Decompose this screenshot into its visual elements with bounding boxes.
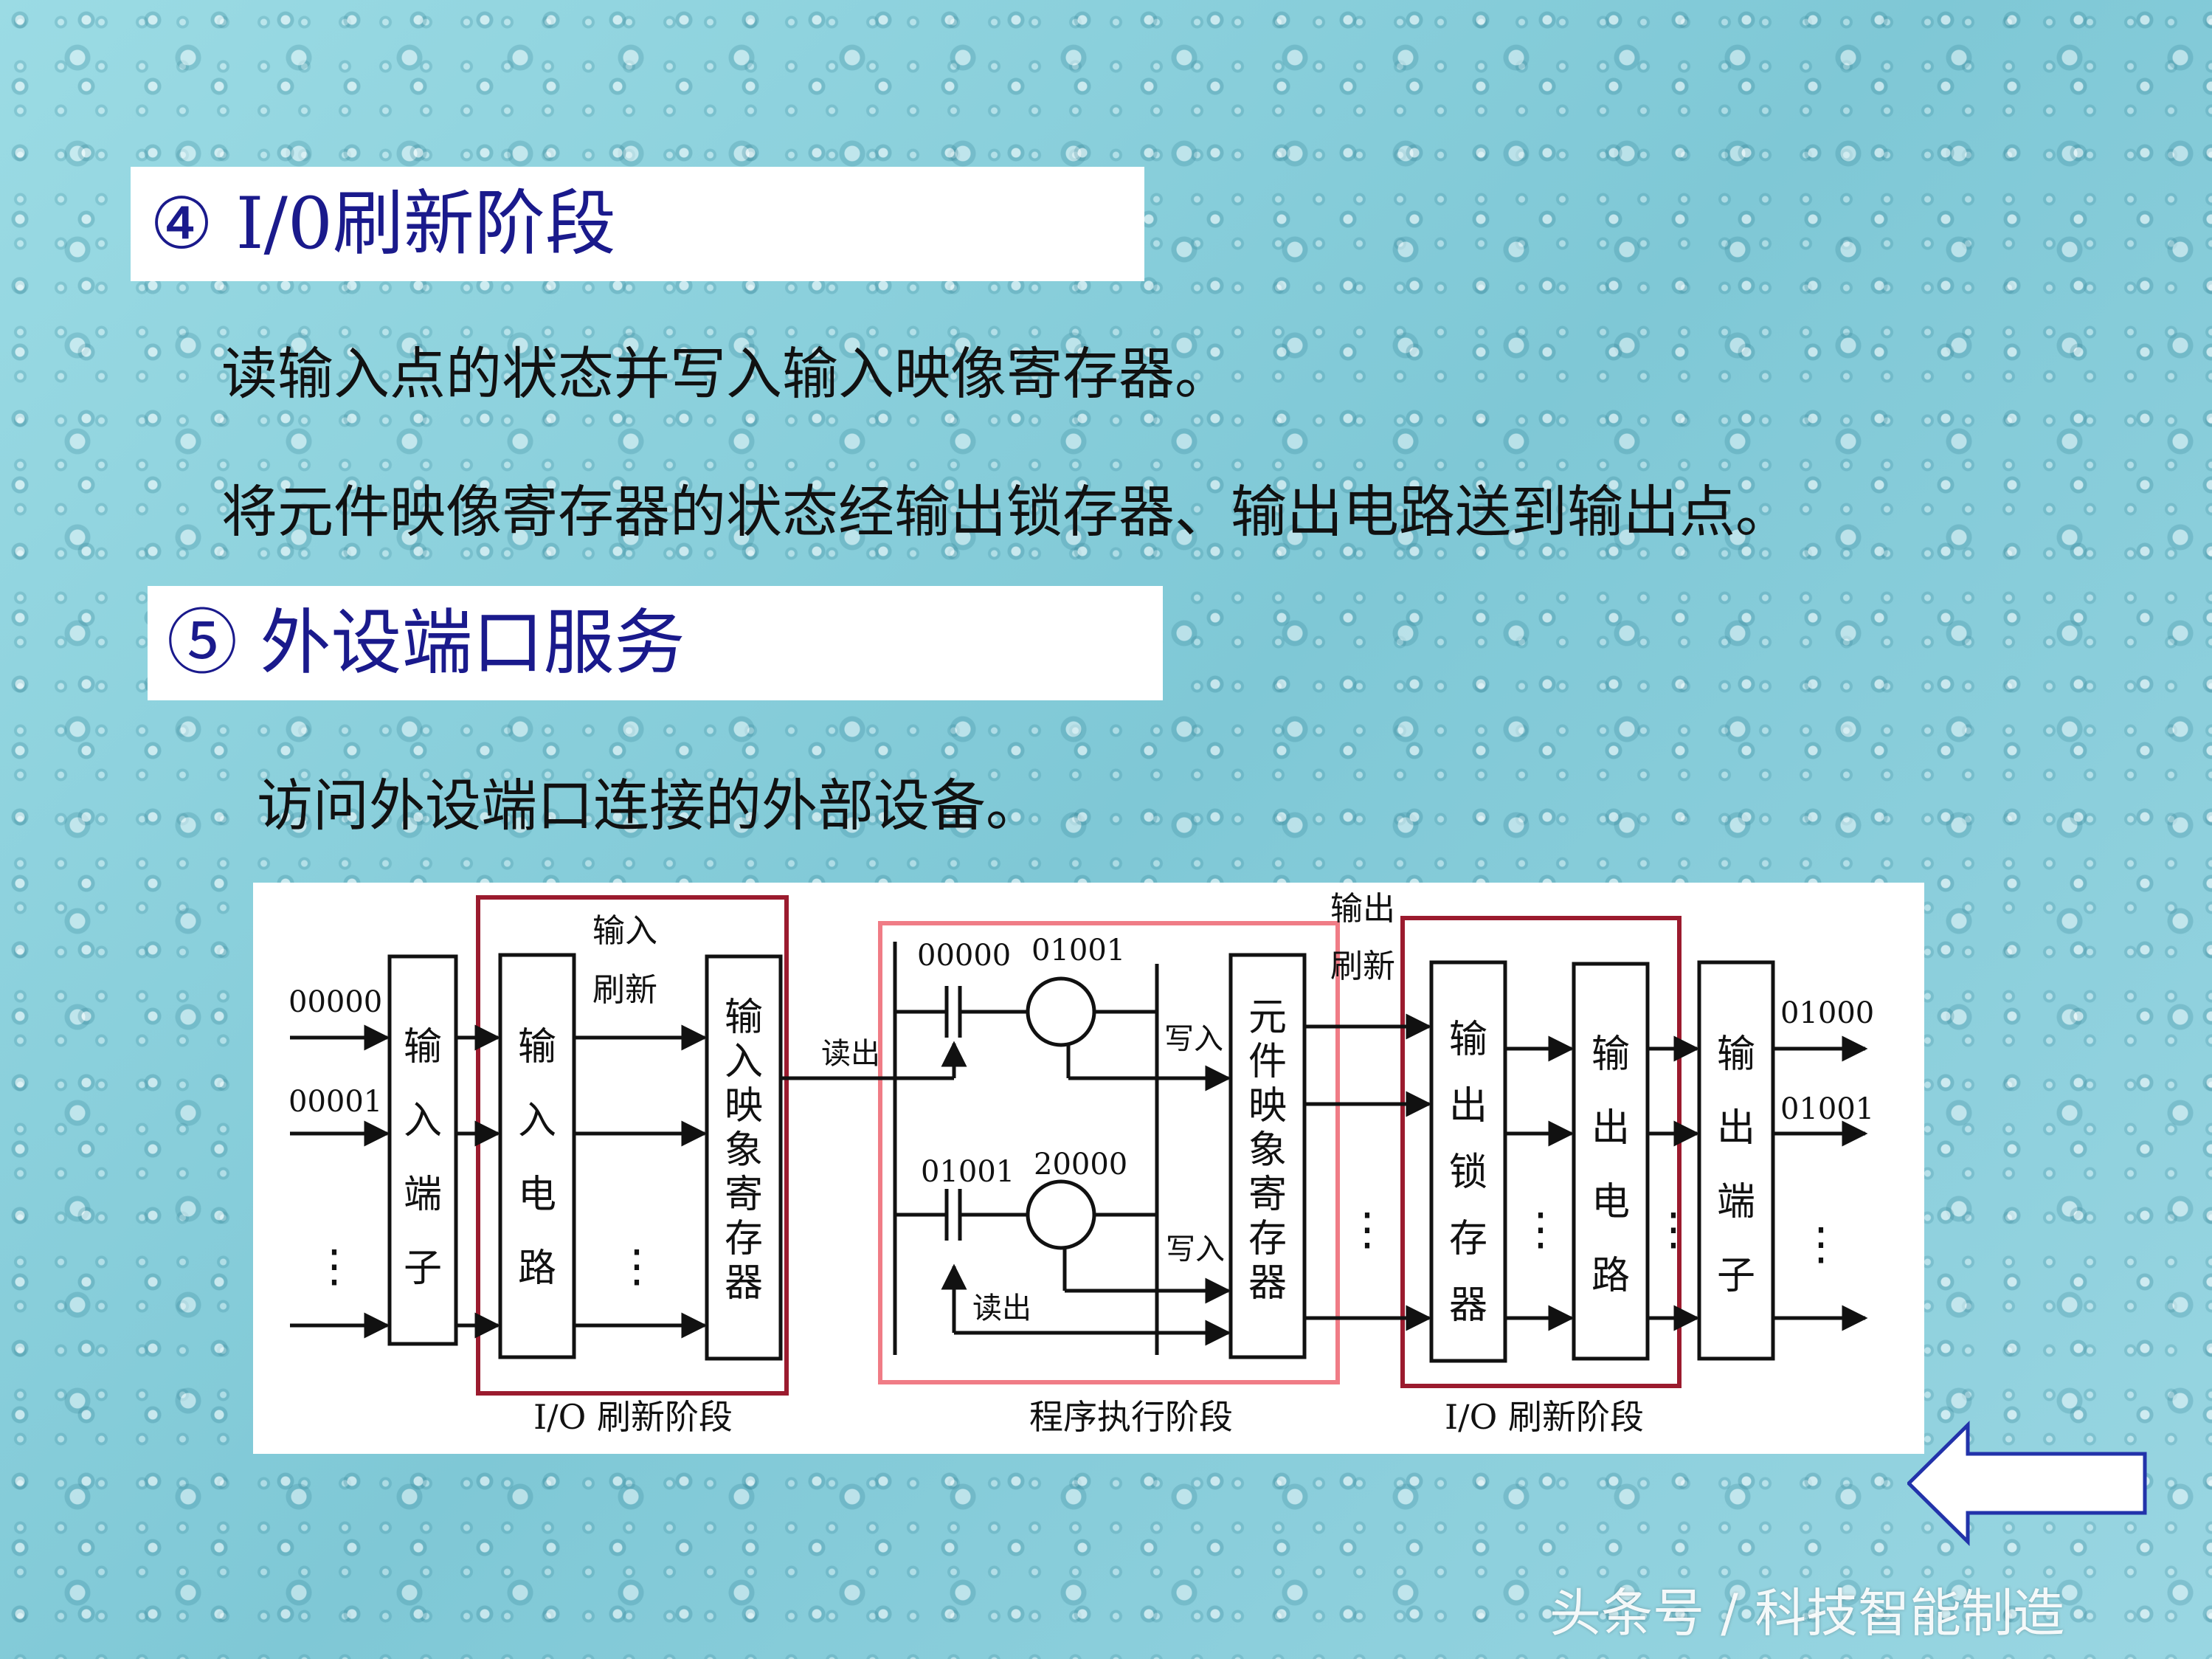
dots-input: ⋮ — [312, 1241, 356, 1292]
input-label-00001: 00001 — [288, 1085, 382, 1119]
stage-label-program-execution: 程序执行阶段 — [1029, 1397, 1233, 1437]
input-terminal-label-1: 输 — [404, 1025, 442, 1069]
input-image-label-3: 映 — [725, 1084, 763, 1128]
element-image-label-3: 映 — [1248, 1084, 1287, 1128]
write-in-label-1: 写入 — [1164, 1022, 1223, 1056]
input-terminal-label-2: 入 — [404, 1099, 442, 1143]
dots-output: ⋮ — [1799, 1218, 1843, 1270]
left-arrow-icon[interactable] — [1906, 1421, 2151, 1549]
input-circuit-label-4: 路 — [518, 1246, 556, 1291]
output-refresh-label-1: 输出 — [1330, 890, 1395, 928]
input-circuit-label-3: 电 — [518, 1173, 556, 1217]
output-refresh-label-2: 刷新 — [1330, 948, 1395, 985]
output-latch-label-3: 锁 — [1449, 1151, 1487, 1195]
section-4-heading: ④ I/0刷新阶段 — [131, 167, 1144, 281]
output-circuit-label-1: 输 — [1591, 1032, 1630, 1077]
output-terminal-label-1: 输 — [1717, 1032, 1755, 1077]
output-terminal-label-2: 出 — [1717, 1106, 1755, 1151]
rung1-coil-label: 01001 — [1031, 934, 1125, 968]
section-4-line-2: 将元件映像寄存器的状态经输出锁存器、输出电路送到输出点。 — [221, 479, 1791, 545]
input-image-label-2: 入 — [725, 1040, 763, 1084]
stage-label-output-refresh: I/O 刷新阶段 — [1445, 1397, 1644, 1437]
element-image-label-7: 器 — [1248, 1261, 1287, 1306]
input-image-block — [705, 954, 783, 1361]
input-circuit-label-1: 输 — [518, 1025, 556, 1069]
input-terminal-label-3: 端 — [404, 1173, 442, 1217]
watermark: 头条号 / 科技智能制造 — [1549, 1583, 2065, 1644]
program-execution-frame — [878, 921, 1340, 1384]
input-refresh-label-2: 刷新 — [592, 971, 657, 1009]
rung1-contact-label: 00000 — [917, 939, 1011, 973]
input-circuit-label-2: 入 — [518, 1099, 556, 1143]
read-out-label-2: 读出 — [972, 1291, 1031, 1325]
rung2-coil-label: 20000 — [1034, 1148, 1127, 1182]
dots-latch: ⋮ — [1518, 1204, 1563, 1255]
output-label-01000: 01000 — [1780, 996, 1874, 1030]
write-in-label-2: 写入 — [1166, 1232, 1225, 1266]
rung2-contact-label: 01001 — [921, 1155, 1015, 1189]
output-circuit-label-2: 出 — [1591, 1106, 1630, 1151]
input-terminal-label-4: 子 — [404, 1246, 442, 1291]
output-terminal-label-4: 子 — [1717, 1254, 1755, 1298]
output-circuit-label-3: 电 — [1591, 1180, 1630, 1224]
output-latch-label-2: 出 — [1449, 1084, 1487, 1128]
input-image-label-6: 存 — [725, 1217, 763, 1261]
element-image-label-5: 寄 — [1248, 1173, 1287, 1217]
output-circuit-block — [1572, 962, 1650, 1361]
section-4-title: ④ I/0刷新阶段 — [150, 182, 616, 265]
output-refresh-frame — [1400, 916, 1682, 1388]
input-refresh-label-1: 输入 — [592, 912, 657, 950]
section-5-heading: ⑤ 外设端口服务 — [148, 586, 1163, 700]
input-terminal-block — [387, 954, 458, 1346]
section-5-line: 访问外设端口连接的外部设备。 — [257, 773, 1042, 838]
element-image-label-2: 件 — [1248, 1040, 1287, 1084]
section-5-title: ⑤ 外设端口服务 — [167, 601, 685, 684]
output-latch-label-5: 器 — [1449, 1283, 1487, 1328]
dots-input-circuit: ⋮ — [615, 1241, 659, 1292]
element-image-label-6: 存 — [1248, 1217, 1287, 1261]
output-circuit-label-4: 路 — [1591, 1254, 1630, 1298]
input-image-label-7: 器 — [725, 1261, 763, 1306]
input-circuit-block — [498, 953, 576, 1359]
output-latch-label-4: 存 — [1449, 1217, 1487, 1261]
element-image-block — [1228, 953, 1307, 1359]
output-latch-block — [1429, 960, 1507, 1363]
output-latch-label-1: 输 — [1449, 1018, 1487, 1062]
dots-circuit: ⋮ — [1651, 1204, 1696, 1255]
output-terminal-label-3: 端 — [1717, 1180, 1755, 1224]
section-4-line-1: 读输入点的状态并写入输入映像寄存器。 — [221, 341, 1231, 407]
plc-scan-diagram: 输 入 端 子 输 入 电 路 输 入 映 象 寄 存 器 元 件 映 象 寄 … — [253, 883, 1924, 1454]
read-out-label-1: 读出 — [821, 1037, 880, 1071]
input-image-label-4: 象 — [725, 1128, 763, 1173]
stage-label-input-refresh: I/O 刷新阶段 — [533, 1397, 733, 1437]
dots-element: ⋮ — [1345, 1204, 1389, 1255]
input-label-00000: 00000 — [288, 985, 382, 1019]
element-image-label-1: 元 — [1248, 996, 1287, 1040]
input-image-label-5: 寄 — [725, 1173, 763, 1217]
element-image-label-4: 象 — [1248, 1128, 1287, 1173]
output-label-01001: 01001 — [1780, 1092, 1874, 1126]
input-image-label-1: 输 — [725, 996, 763, 1040]
output-terminal-block — [1697, 960, 1775, 1361]
